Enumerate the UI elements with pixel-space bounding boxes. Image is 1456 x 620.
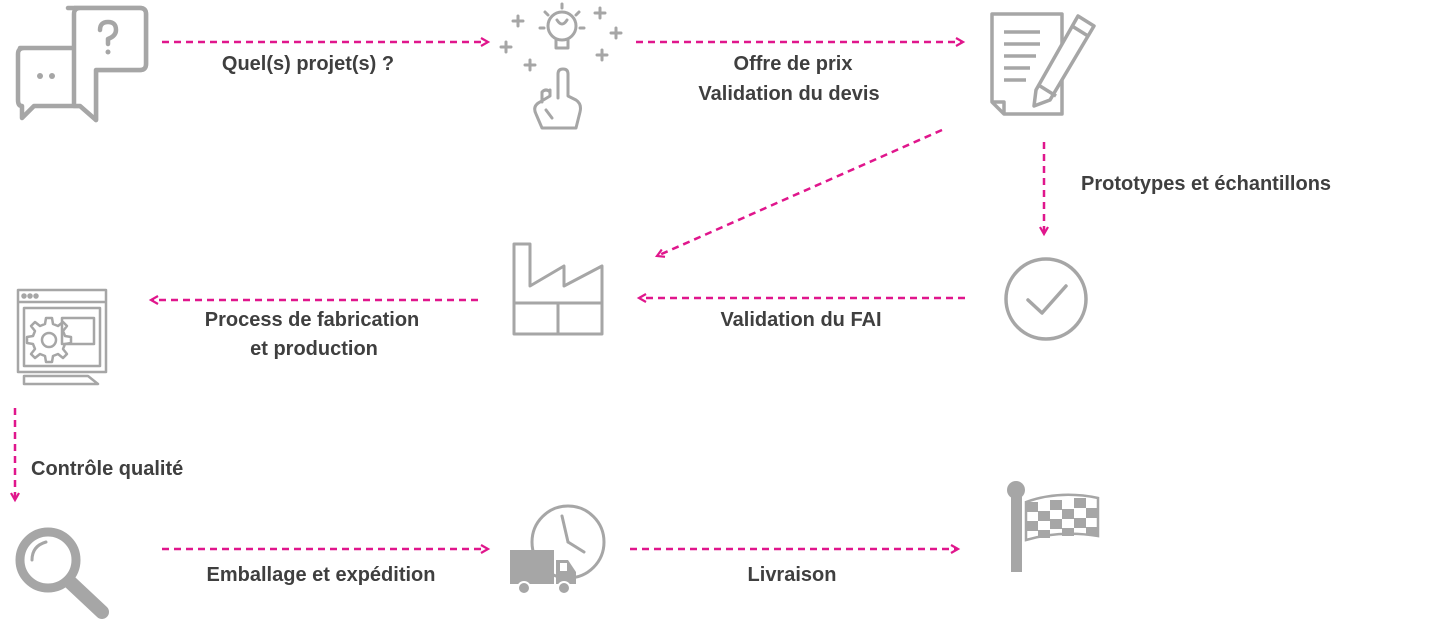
label-quality-control: Contrôle qualité (31, 458, 184, 480)
process-gear-window-icon (16, 288, 108, 386)
label-production: et production (250, 338, 378, 360)
label-packaging-shipping: Emballage et expédition (206, 564, 436, 586)
arrow-quote-to-factory (654, 128, 943, 258)
label-fai-validation: Validation du FAI (720, 309, 882, 331)
delivery-truck-clock-icon (510, 504, 606, 595)
label-manufacturing-process: Process de fabrication (204, 309, 420, 331)
label-quote-validation: Validation du devis (698, 83, 880, 105)
label-projects: Quel(s) projet(s) ? (221, 53, 395, 75)
magnifier-icon (15, 527, 109, 619)
speech-bubbles-question-icon (15, 5, 149, 123)
label-price-offer: Offre de prix (733, 53, 853, 75)
checkered-flag-icon (1007, 481, 1100, 572)
label-prototypes-samples: Prototypes et échantillons (1081, 173, 1332, 195)
document-pencil-icon (990, 12, 1096, 116)
checkmark-circle-icon (1004, 257, 1088, 341)
lightbulb-idea-hand-icon (499, 2, 623, 130)
label-delivery: Livraison (747, 564, 837, 586)
factory-icon (512, 242, 604, 336)
